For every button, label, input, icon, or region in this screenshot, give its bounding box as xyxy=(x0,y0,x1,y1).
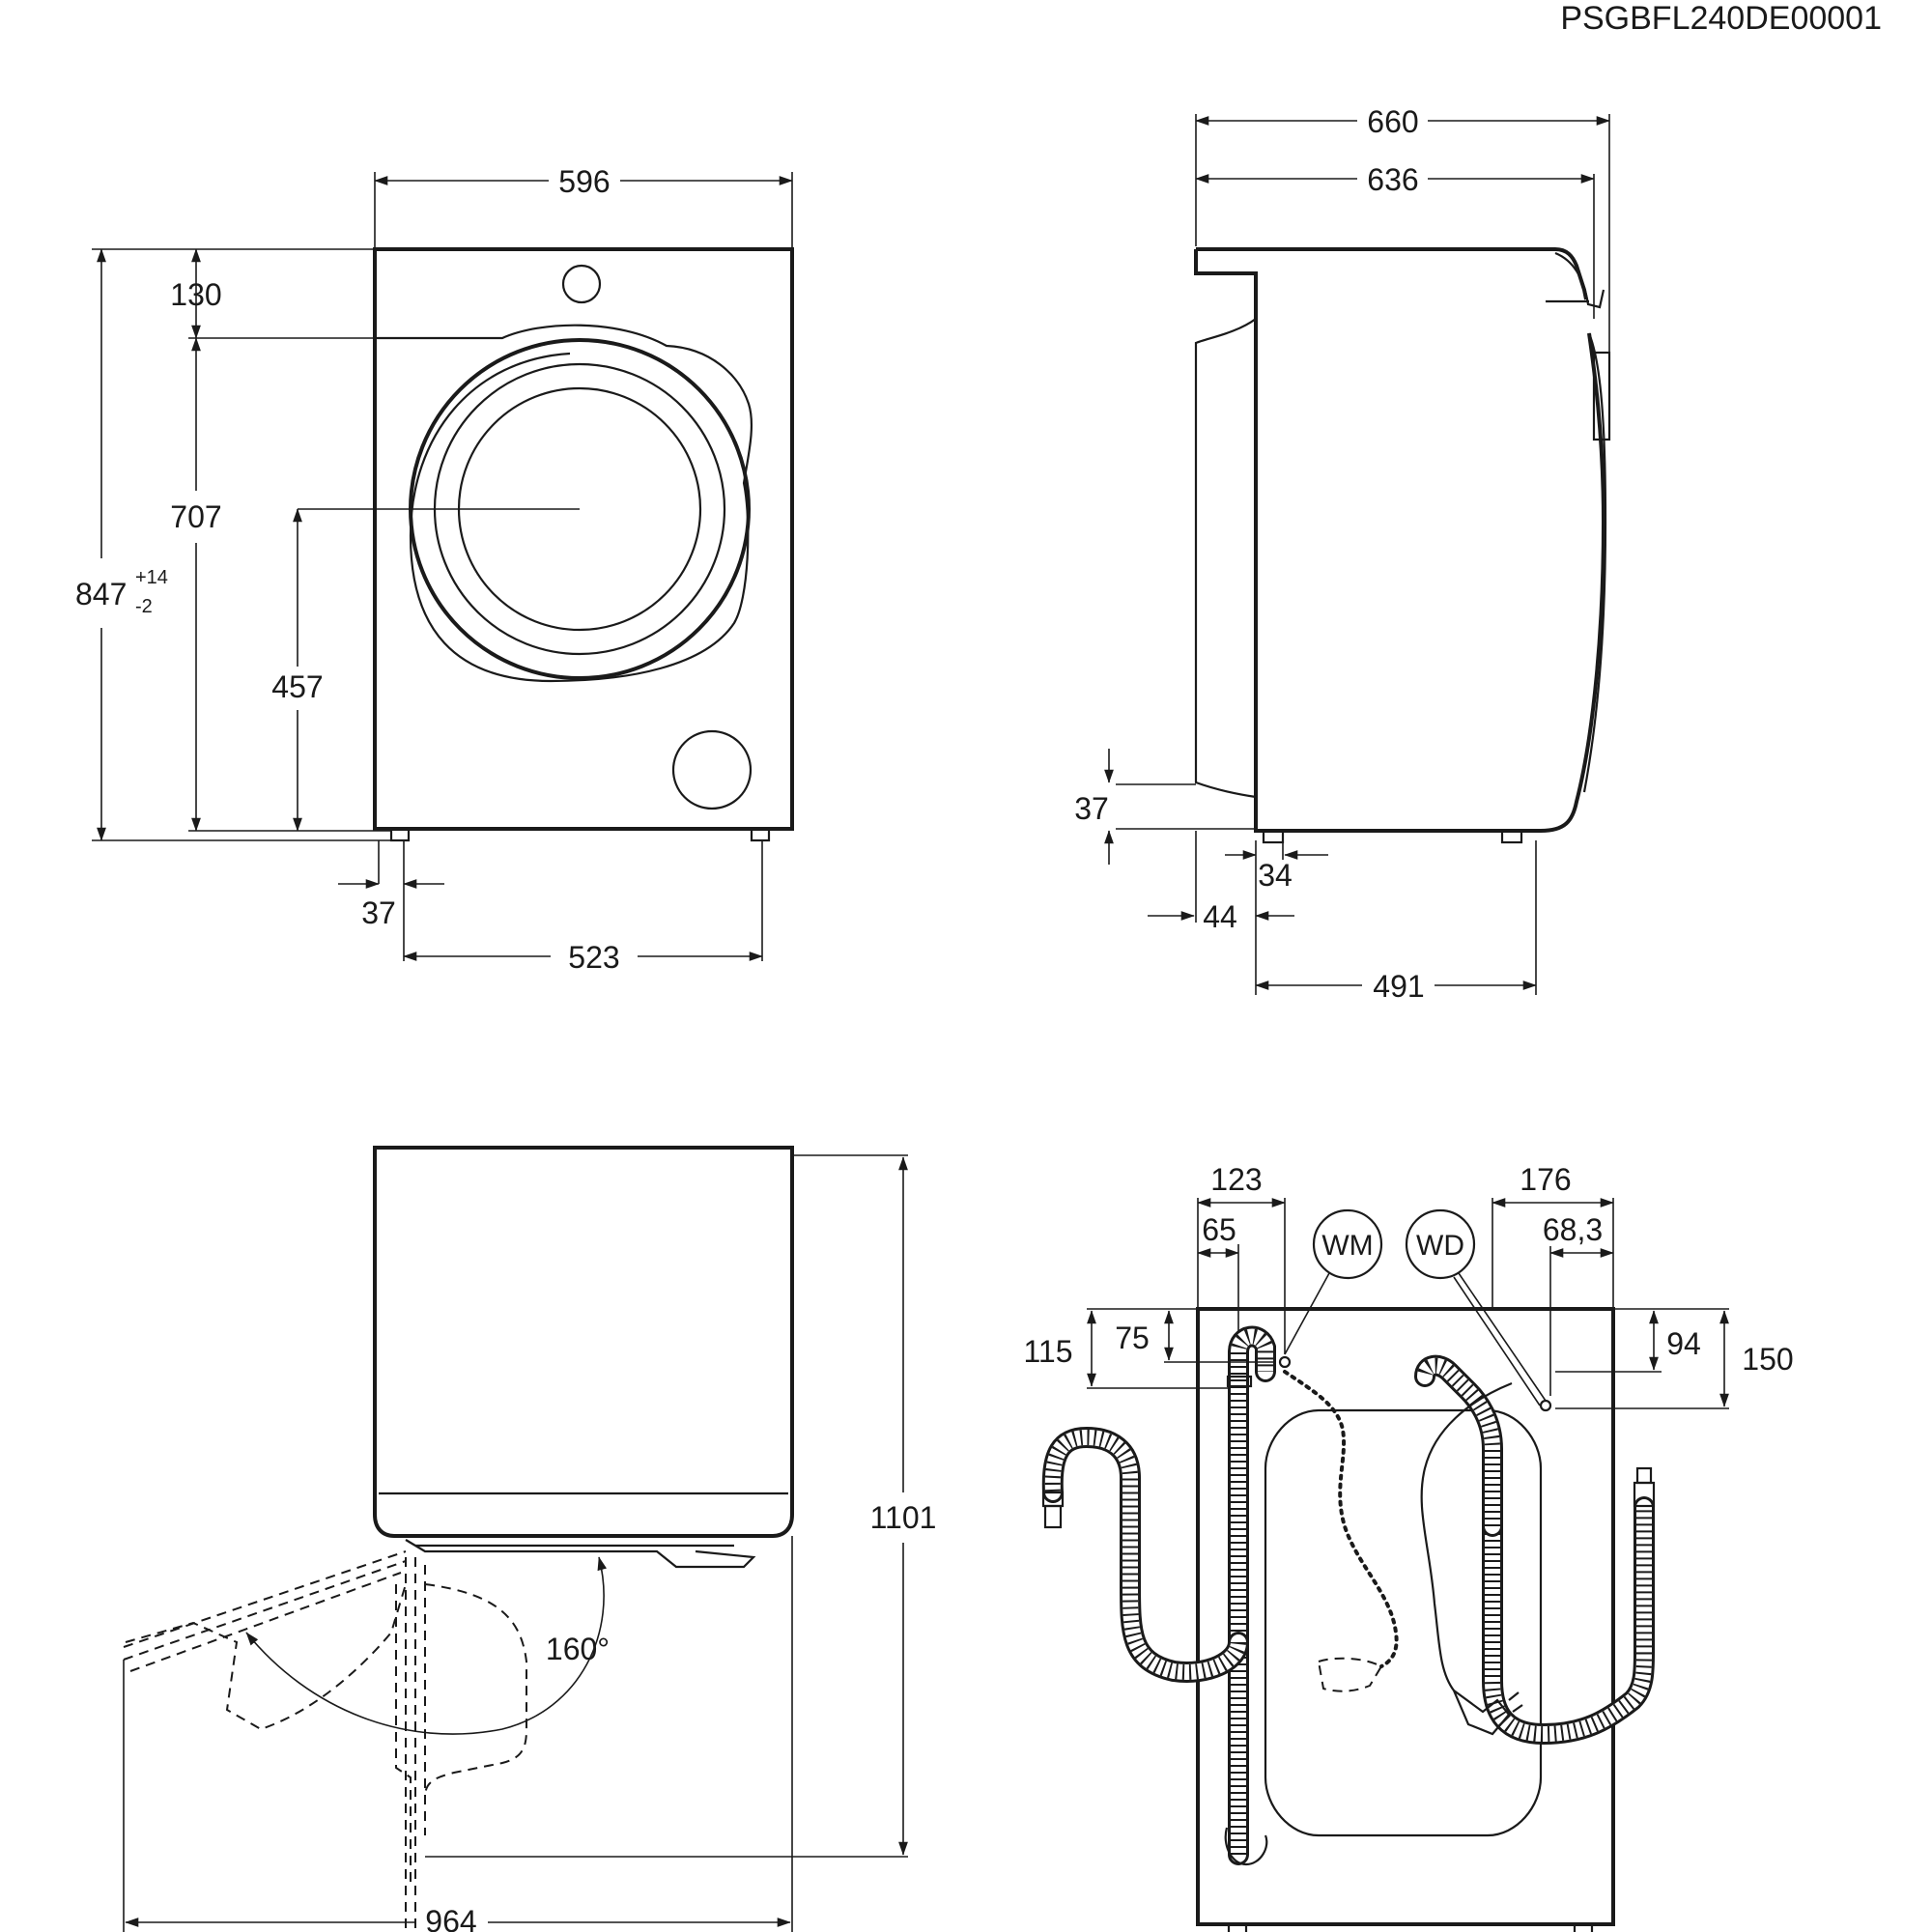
front-foot-offset-label: 37 xyxy=(361,895,396,930)
rear-dim-c-label: 176 xyxy=(1520,1162,1571,1197)
rear-dim-b-label: 65 xyxy=(1202,1212,1236,1247)
front-foot-span-label: 523 xyxy=(568,940,619,975)
side-rear-step-label: 44 xyxy=(1203,899,1237,934)
side-plinth-height-label: 37 xyxy=(1074,791,1109,826)
front-door-center-label: 457 xyxy=(271,669,323,704)
rear-dim-e-label: 115 xyxy=(1023,1334,1072,1369)
rear-dim-f-label: 75 xyxy=(1115,1321,1150,1355)
rear-view: WM WD 123 65 176 68,3 115 75 94 15 xyxy=(1023,1162,1794,1932)
front-view: 596 130 707 457 847 +14 -2 37 523 xyxy=(75,164,794,975)
front-top-panel-label: 130 xyxy=(170,277,221,312)
side-view: 660 636 37 34 44 491 xyxy=(1074,104,1611,1004)
rear-dim-h-label: 150 xyxy=(1742,1342,1793,1377)
rear-dim-d-label: 68,3 xyxy=(1543,1212,1603,1247)
door-swing-view: 160° 1101 964 xyxy=(123,1146,937,1932)
front-height-tol-plus: +14 xyxy=(135,567,168,588)
rear-tag-wm: WM xyxy=(1321,1230,1373,1262)
side-depth-total-label: 660 xyxy=(1367,104,1418,139)
side-foot-span-label: 491 xyxy=(1373,969,1424,1004)
front-door-zone-label: 707 xyxy=(170,499,221,534)
rear-dim-g-label: 94 xyxy=(1666,1326,1701,1361)
front-width-label: 596 xyxy=(558,164,610,199)
document-code: PSGBFL240DE00001 xyxy=(1560,0,1882,37)
door-swing-angle-label: 160° xyxy=(546,1632,610,1666)
front-height-tol-minus: -2 xyxy=(135,596,153,617)
door-total-height-label: 1101 xyxy=(870,1500,937,1535)
side-depth-body-label: 636 xyxy=(1367,162,1418,197)
door-depth-open-label: 964 xyxy=(425,1904,476,1932)
rear-dim-a-label: 123 xyxy=(1210,1162,1262,1197)
side-foot-offset-label: 34 xyxy=(1258,858,1293,893)
front-height-label: 847 xyxy=(75,577,127,611)
rear-tag-wd: WD xyxy=(1416,1230,1464,1262)
